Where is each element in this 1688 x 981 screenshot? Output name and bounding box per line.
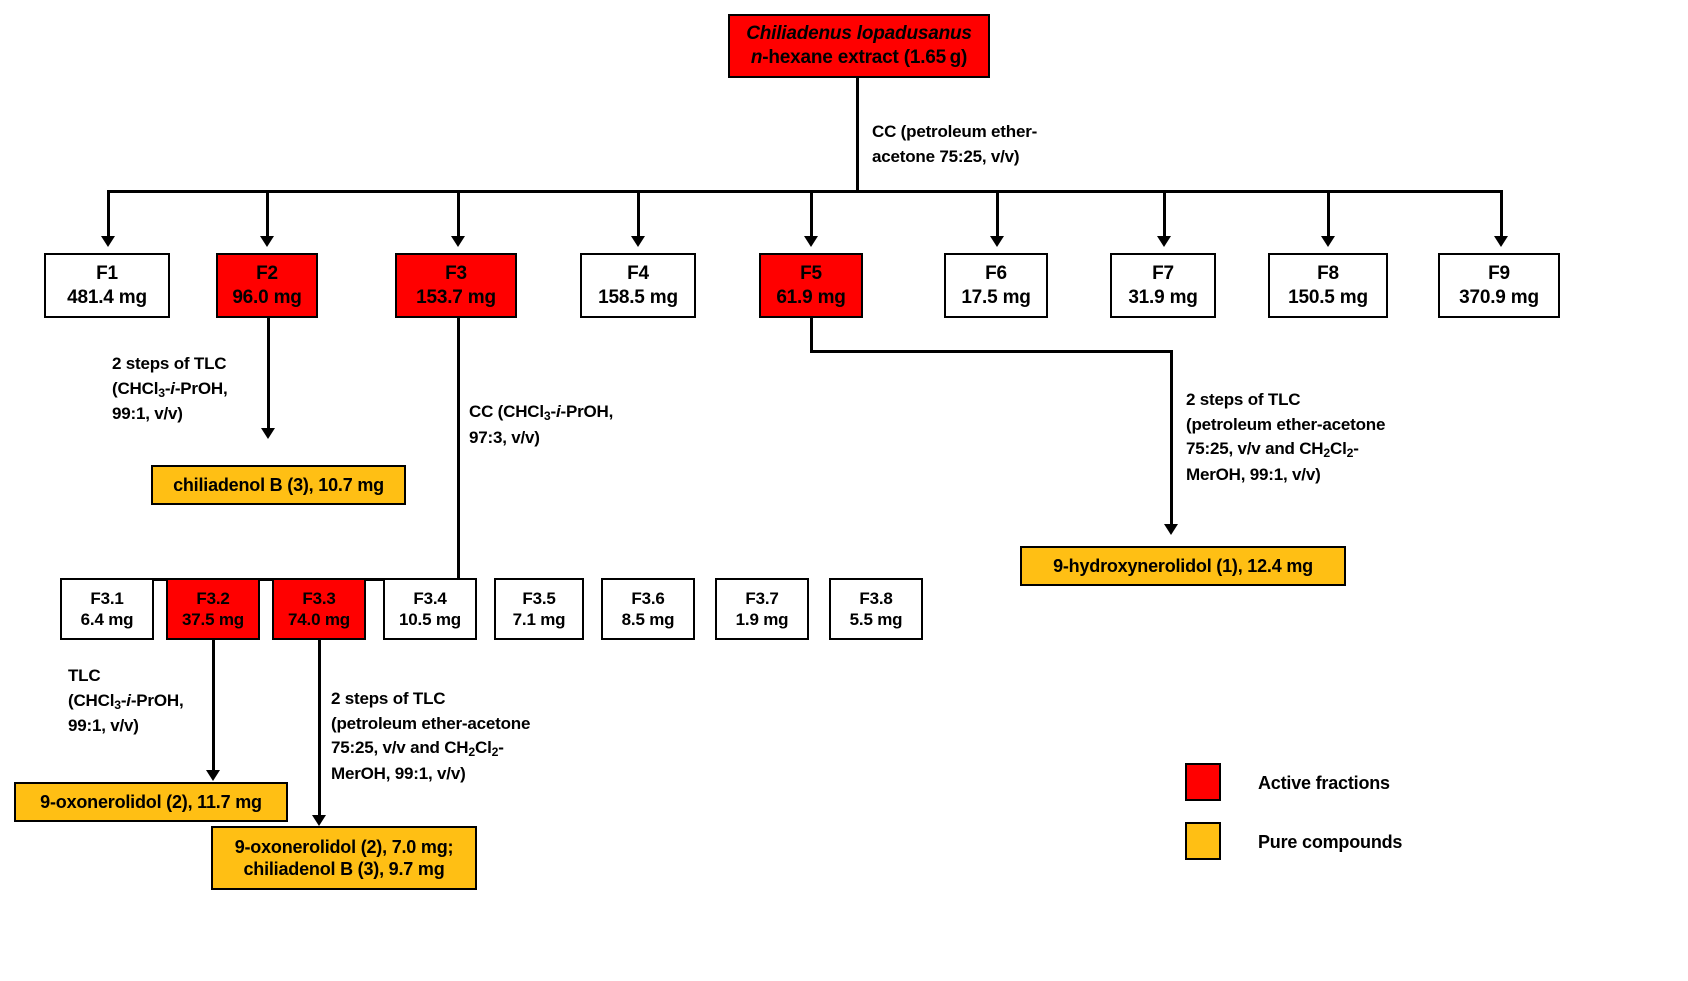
connector-drop-f9: [1500, 190, 1503, 238]
extract-box: Chiliadenus lopadusanus n-hexane extract…: [728, 14, 990, 78]
compound-box-chiliadenol-b: chiliadenol B (3), 10.7 mg: [151, 465, 406, 505]
connector-drop-f2: [266, 190, 269, 238]
fraction-mass: 158.5 mg: [598, 286, 678, 308]
fraction-box-f4: F4 158.5 mg: [580, 253, 696, 318]
fraction-box-f7: F7 31.9 mg: [1110, 253, 1216, 318]
subfraction-id: F3.5: [522, 588, 556, 608]
subfraction-box-f3-1: F3.1 6.4 mg: [60, 578, 154, 640]
fraction-id: F1: [96, 262, 118, 284]
arrowhead-f5: [804, 236, 818, 247]
subfraction-mass: 37.5 mg: [182, 610, 244, 629]
compound-box-oxonerolidol-f3-2: 9-oxonerolidol (2), 11.7 mg: [14, 782, 288, 822]
subfraction-box-f3-3: F3.3 74.0 mg: [272, 578, 366, 640]
subfraction-box-f3-6: F3.6 8.5 mg: [601, 578, 695, 640]
legend-label-pure: Pure compounds: [1258, 832, 1403, 852]
fraction-mass: 31.9 mg: [1128, 286, 1198, 308]
subfraction-box-f3-7: F3.7 1.9 mg: [715, 578, 809, 640]
arrowhead-f3: [451, 236, 465, 247]
compound-box-mixed-f3-3: 9-oxonerolidol (2), 7.0 mg; chiliadenol …: [211, 826, 477, 890]
fraction-id: F4: [627, 262, 649, 284]
extract-amount: n-hexane extract (1.65 g): [750, 47, 968, 68]
fraction-box-f8: F8 150.5 mg: [1268, 253, 1388, 318]
fraction-mass: 17.5 mg: [961, 286, 1031, 308]
legend-swatch-pure: [1185, 822, 1221, 860]
subfraction-id: F3.3: [302, 588, 336, 608]
fraction-mass: 370.9 mg: [1459, 286, 1539, 308]
arrowhead-f2: [260, 236, 274, 247]
arrowhead-oxonerolidol-f3-2: [206, 770, 220, 781]
species-name: Chiliadenus lopadusanus: [746, 23, 972, 45]
subfraction-id: F3.4: [413, 588, 447, 608]
connector-drop-f4: [637, 190, 640, 238]
arrowhead-f1: [101, 236, 115, 247]
subfraction-id: F3.1: [90, 588, 124, 608]
fraction-id: F5: [800, 262, 822, 284]
fraction-box-f6: F6 17.5 mg: [944, 253, 1048, 318]
connector-f3-stem: [457, 318, 460, 581]
arrowhead-f6: [990, 236, 1004, 247]
subfraction-id: F3.2: [196, 588, 230, 608]
fraction-box-f2: F2 96.0 mg: [216, 253, 318, 318]
step-label-f5-tlc: 2 steps of TLC (petroleum ether-acetone …: [1186, 390, 1386, 485]
fraction-mass: 481.4 mg: [67, 286, 147, 308]
connector-f2-to-chiliadenol: [267, 318, 270, 430]
step-label-main-cc: CC (petroleum ether- acetone 75:25, v/v): [872, 122, 1038, 166]
subfraction-box-f3-2: F3.2 37.5 mg: [166, 578, 260, 640]
fraction-id: F6: [985, 262, 1007, 284]
connector-drop-f6: [996, 190, 999, 238]
connector-drop-f7: [1163, 190, 1166, 238]
connector-f5-stem: [810, 318, 813, 352]
arrowhead-f7: [1157, 236, 1171, 247]
subfraction-mass: 1.9 mg: [735, 610, 789, 629]
fraction-mass: 153.7 mg: [416, 286, 496, 308]
subfraction-id: F3.8: [859, 588, 893, 608]
subfraction-box-f3-8: F3.8 5.5 mg: [829, 578, 923, 640]
legend-label-active: Active fractions: [1258, 773, 1390, 793]
connector-f3-2-to-oxonerolidol: [212, 640, 215, 773]
legend-swatch-active: [1185, 763, 1221, 801]
fraction-id: F9: [1488, 262, 1510, 284]
arrowhead-mixed-compounds: [312, 815, 326, 826]
fraction-id: F3: [445, 262, 467, 284]
fraction-box-f1: F1 481.4 mg: [44, 253, 170, 318]
subfraction-box-f3-4: F3.4 10.5 mg: [383, 578, 477, 640]
fraction-box-f3: F3 153.7 mg: [395, 253, 517, 318]
arrowhead-hydroxynerolidol: [1164, 524, 1178, 535]
fraction-mass: 150.5 mg: [1288, 286, 1368, 308]
subfraction-mass: 8.5 mg: [621, 610, 675, 629]
arrowhead-f8: [1321, 236, 1335, 247]
subfraction-mass: 74.0 mg: [288, 610, 350, 629]
subfraction-mass: 7.1 mg: [512, 610, 566, 629]
connector-drop-f1: [107, 190, 110, 238]
connector-extract-stem: [856, 78, 859, 191]
arrowhead-f9: [1494, 236, 1508, 247]
step-label-f3-3-tlc: 2 steps of TLC (petroleum ether-acetone …: [331, 689, 531, 784]
connector-drop-f3: [457, 190, 460, 238]
connector-f5-drop: [1170, 350, 1173, 527]
subfraction-id: F3.6: [631, 588, 665, 608]
connector-f3-3-to-mixed: [318, 640, 321, 818]
subfraction-mass: 5.5 mg: [849, 610, 903, 629]
connector-f5-elbow: [810, 350, 1173, 353]
connector-fraction-bus: [107, 190, 1503, 193]
fraction-id: F8: [1317, 262, 1339, 284]
subfraction-id: F3.7: [745, 588, 779, 608]
fraction-id: F2: [256, 262, 278, 284]
fraction-mass: 61.9 mg: [776, 286, 846, 308]
arrowhead-chiliadenol-b: [261, 428, 275, 439]
fraction-box-f5: F5 61.9 mg: [759, 253, 863, 318]
compound-box-hydroxynerolidol: 9-hydroxynerolidol (1), 12.4 mg: [1020, 546, 1346, 586]
subfraction-mass: 10.5 mg: [399, 610, 461, 629]
step-label-f3-2-tlc: TLC (CHCl3-i-PrOH, 99:1, v/v): [68, 666, 184, 736]
subfraction-mass: 6.4 mg: [80, 610, 134, 629]
connector-drop-f5: [810, 190, 813, 238]
connector-drop-f8: [1327, 190, 1330, 238]
fraction-id: F7: [1152, 262, 1174, 284]
step-label-f3-cc: CC (CHCl3-i-PrOH, 97:3, v/v): [469, 402, 614, 447]
fraction-mass: 96.0 mg: [232, 286, 302, 308]
arrowhead-f4: [631, 236, 645, 247]
subfraction-box-f3-5: F3.5 7.1 mg: [494, 578, 584, 640]
fraction-box-f9: F9 370.9 mg: [1438, 253, 1560, 318]
step-label-f2-tlc: 2 steps of TLC (CHCl3-i-PrOH, 99:1, v/v): [112, 354, 228, 424]
